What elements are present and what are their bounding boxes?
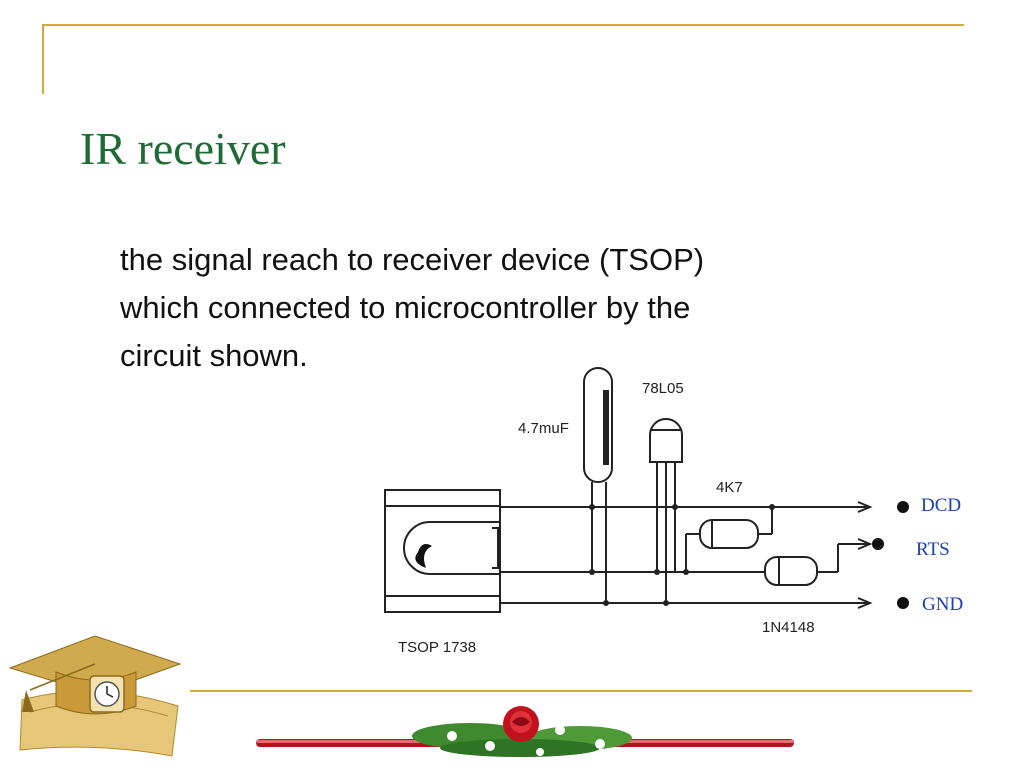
junction-dot xyxy=(654,569,660,575)
slide-title: IR receiver xyxy=(80,123,286,174)
junction-dot xyxy=(672,504,678,510)
tsop-lens-edge xyxy=(492,527,499,569)
junction-dot xyxy=(589,504,595,510)
terminal-dot-dcd xyxy=(897,501,909,513)
receiver-label: TSOP 1738 xyxy=(398,639,476,656)
terminal-dot-gnd xyxy=(897,597,909,609)
graduation-cap-clock-icon xyxy=(8,635,182,757)
body-line: the signal reach to receiver device (TSO… xyxy=(120,242,705,277)
terminal-dot-rts xyxy=(872,538,884,550)
arrow-gnd xyxy=(857,597,873,609)
arrow-rts xyxy=(857,538,873,550)
bottom-border-line xyxy=(190,690,972,692)
terminal-label-dcd: DCD xyxy=(921,495,961,516)
circuit-wiring xyxy=(384,367,873,613)
junction-dot xyxy=(603,600,609,606)
body-line: circuit shown. xyxy=(120,338,308,373)
arrow-dcd xyxy=(857,501,873,513)
regulator-label: 78L05 xyxy=(642,380,684,397)
tsop-lens xyxy=(403,521,500,575)
junction-dot xyxy=(589,569,595,575)
left-border-line xyxy=(42,24,44,94)
terminal-dots xyxy=(872,501,909,609)
slide-body-text: the signal reach to receiver device (TSO… xyxy=(120,236,900,380)
rose-ribbon-icon xyxy=(256,706,794,757)
junction-dot xyxy=(769,504,775,510)
terminal-label-rts: RTS xyxy=(916,539,950,560)
junction-dot xyxy=(683,569,689,575)
body-line: which connected to microcontroller by th… xyxy=(120,290,691,325)
top-border-line xyxy=(42,24,964,26)
capacitor-polarity-stripe xyxy=(603,390,609,465)
junction-dot xyxy=(663,600,669,606)
capacitor-label: 4.7muF xyxy=(518,420,569,437)
resistor-label: 4K7 xyxy=(716,479,743,496)
terminal-label-gnd: GND xyxy=(922,594,963,615)
tsop-sensor-mark xyxy=(415,544,432,568)
junction-dots xyxy=(589,504,775,606)
diode-label: 1N4148 xyxy=(762,619,815,636)
